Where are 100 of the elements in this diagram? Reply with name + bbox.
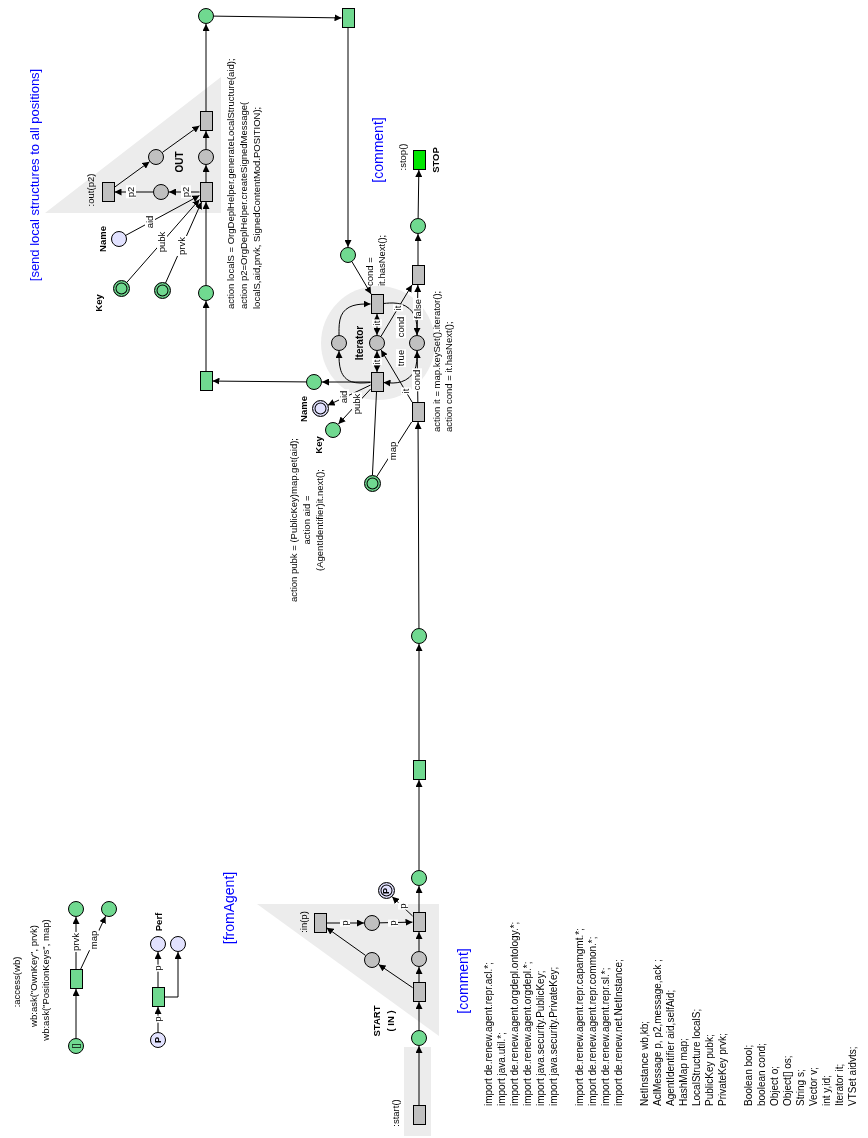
- arc-arrow: [379, 918, 413, 926]
- declaration-line: NetInstance wb,kb;: [639, 1020, 651, 1106]
- place-circle: [170, 936, 186, 952]
- arc-arrow: [415, 1001, 423, 1031]
- place-circle: [68, 901, 84, 917]
- comment-text: [comment]: [455, 948, 471, 1014]
- arc-arrow: [326, 927, 366, 956]
- arc-label: true: [396, 348, 406, 368]
- arc-arrow: [378, 964, 413, 989]
- arc-label: it: [372, 358, 382, 366]
- arc-label: cond: [412, 368, 422, 392]
- inscription-text: Name: [298, 396, 310, 422]
- arc-arrow: [415, 779, 423, 871]
- inscription-text: :in(p): [298, 911, 310, 933]
- arc-arrow: [373, 313, 381, 336]
- transition-rect: [199, 371, 213, 391]
- declaration-line: int y,id;: [821, 1075, 833, 1106]
- place-circle: [68, 1038, 84, 1054]
- declaration-line: import de.renew.agent.repr.capamgmt.*;: [574, 928, 586, 1106]
- arc-arrow: [326, 919, 365, 927]
- region-label: Iterator: [354, 325, 366, 361]
- declaration-line: HashMap map;: [678, 1038, 690, 1106]
- place-circle: [153, 282, 171, 300]
- inscription-text: action p2=OrgDeplHelper.createSignedMessage(: [238, 101, 250, 309]
- arc-arrow: [415, 169, 423, 219]
- declaration-line: AgentIdentifier aid,selfAid;: [665, 989, 677, 1106]
- arc-label: aid: [339, 389, 349, 405]
- inscription-text: wb:ask("OwnKey", prvk): [28, 925, 40, 1027]
- arc-label: p2: [126, 185, 136, 199]
- place-circle: [311, 400, 329, 418]
- inscription-text: action localS = OrgDeplHelper.generateLocalStructure(aid);: [225, 58, 237, 309]
- place-circle: [325, 422, 341, 438]
- arc-arrow: [321, 378, 371, 386]
- inscription-text: :stop(): [397, 143, 409, 171]
- place-circle: [363, 475, 381, 493]
- inscription-text: Key: [313, 436, 325, 454]
- place-circle: [411, 628, 427, 644]
- arc-arrow: [164, 951, 182, 998]
- arc-arrow: [154, 1006, 162, 1033]
- inscription-text: cond = it.hasNext();: [364, 233, 388, 286]
- arc-label: p: [340, 919, 350, 927]
- declaration-line: import java.util.*;: [496, 1032, 508, 1106]
- place-circle: [409, 335, 425, 351]
- transition-rect: [370, 372, 384, 392]
- inscription-text: action cond = it.hasNext();: [443, 321, 455, 432]
- declaration-line: import de.renew.agent.repr.common.*;: [587, 936, 599, 1106]
- declaration-line: import de.renew.agent.orgdepl.*;: [522, 961, 534, 1106]
- arc-arrow: [383, 302, 421, 336]
- place-circle: [331, 335, 347, 351]
- place-circle: [101, 901, 117, 917]
- place-label: P: [380, 888, 392, 894]
- inscription-text: :start(): [390, 1099, 402, 1127]
- transition-rect: [412, 760, 426, 780]
- arc-arrow: [414, 233, 422, 266]
- transition-rect: [411, 402, 425, 422]
- declaration-line: Object[] os;: [782, 1055, 794, 1106]
- arc-arrow: [202, 23, 210, 112]
- arc-label: pubk: [157, 230, 167, 254]
- place-circle: [111, 231, 127, 247]
- shaded-region: [257, 904, 439, 1036]
- inscription-text: action it = map.keySet().iterator();: [431, 290, 443, 432]
- place-label: []: [70, 1043, 82, 1049]
- declaration-line: import de.renew.agent.repr.acl.*;: [483, 962, 495, 1106]
- transition-rect: [411, 265, 425, 285]
- inscription-text: Key: [93, 294, 105, 312]
- arc-arrow: [380, 284, 413, 337]
- arc-label: p: [153, 964, 163, 972]
- inscription-text: :access(wb): [11, 956, 23, 1008]
- declaration-line: PublicKey pubk;: [704, 1034, 716, 1106]
- inscription-text: STOP: [430, 147, 442, 173]
- shaded-region: [404, 1047, 431, 1136]
- inscription-text: Perf: [153, 912, 165, 932]
- place-circle: [198, 8, 214, 24]
- arc-arrow: [72, 988, 80, 1039]
- arc-label: p: [388, 919, 398, 927]
- arc-arrow: [351, 261, 372, 295]
- place-circle: [198, 285, 214, 301]
- declaration-line: import de.renew.net.NetInstance;: [613, 959, 625, 1106]
- arc-arrow: [125, 195, 200, 236]
- arc-arrow: [202, 164, 210, 183]
- declaration-line: Boolean bool;: [743, 1044, 755, 1106]
- arc-arrow: [212, 377, 307, 385]
- declaration-line: Iterator it;: [834, 1063, 846, 1106]
- declaration-line: LocalStructure localS;: [691, 1008, 703, 1106]
- place-circle: [410, 218, 426, 234]
- declaration-line: import java.security.PublicKey;: [535, 970, 547, 1106]
- place-circle: [306, 374, 322, 390]
- arc-label: it: [372, 319, 382, 327]
- place-circle: [411, 1030, 427, 1046]
- declaration-line: PrivateKey prvk;: [717, 1033, 729, 1106]
- arc-label: map: [388, 440, 398, 462]
- transition-rect: [341, 8, 355, 28]
- arc-label: false: [413, 297, 423, 321]
- arc-label: prvk: [71, 932, 81, 952]
- inscription-text: START: [371, 1005, 383, 1037]
- declaration-line: AclMessage p, p2,message,ack ;: [652, 959, 664, 1106]
- arc-arrow: [380, 349, 413, 403]
- declaration-line: Object o;: [769, 1065, 781, 1106]
- place-circle: [112, 280, 130, 298]
- inscription-text: :out(p2): [85, 173, 97, 207]
